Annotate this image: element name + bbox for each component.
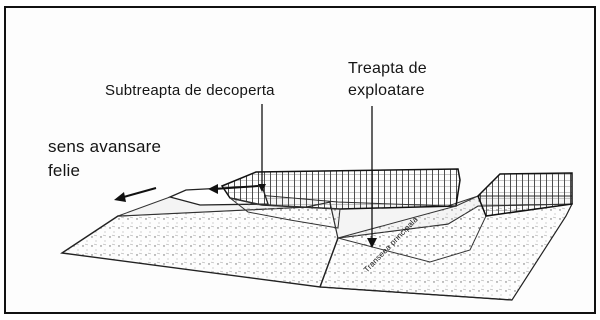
advance-arrow-line bbox=[119, 187, 157, 199]
rubble-slope bbox=[229, 197, 341, 229]
label-sens-avansare-felie: sens avansare felie bbox=[48, 135, 161, 183]
subtreapta-arrowhead bbox=[258, 184, 266, 192]
exploitation-bench-block-left bbox=[220, 168, 461, 210]
label-treapta-line2: exploatare bbox=[348, 82, 425, 99]
base-line bbox=[319, 286, 513, 301]
label-sens-line1: sens avansare bbox=[48, 137, 162, 156]
treapta-arrowhead bbox=[367, 238, 377, 248]
label-subtreapta-de-decoperta: Subtreapta de decoperta bbox=[105, 82, 275, 99]
platform-arrowhead bbox=[208, 184, 218, 194]
label-treapta-de-exploatare: Treapta de exploatare bbox=[348, 58, 427, 102]
platform-arrow-line bbox=[213, 185, 259, 190]
exploitation-bench-block-right bbox=[477, 172, 573, 217]
advance-arrowhead bbox=[114, 192, 126, 202]
label-sens-line2: felie bbox=[48, 161, 81, 180]
label-treapta-line1: Treapta de bbox=[348, 60, 427, 77]
